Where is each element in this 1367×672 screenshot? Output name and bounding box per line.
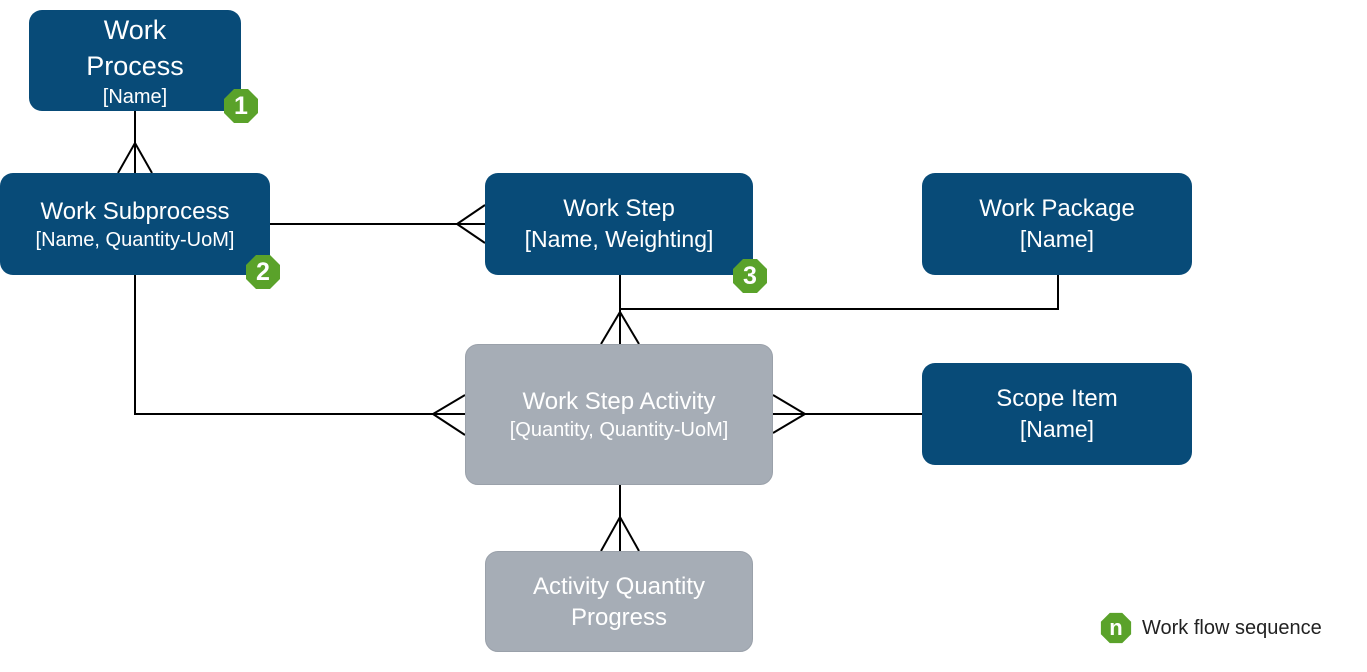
sequence-number: 1 bbox=[234, 91, 248, 120]
crowfoot-progress bbox=[600, 514, 640, 552]
crowfoot-activity-from-step bbox=[600, 310, 640, 345]
crowfoot-step bbox=[455, 204, 486, 244]
octagon-badge-icon bbox=[1100, 612, 1132, 644]
entity-name: Work Step bbox=[563, 195, 675, 222]
entity-attributes: [Name] bbox=[1019, 416, 1095, 442]
entity-attributes: [Name] bbox=[1019, 226, 1095, 252]
entity-work-process: Work Process [Name] bbox=[29, 10, 241, 111]
legend: n Work flow sequence bbox=[1100, 610, 1322, 646]
entity-work-step: Work Step [Name, Weighting] bbox=[485, 173, 753, 275]
entity-name: Work Package bbox=[979, 195, 1135, 222]
sequence-number: 3 bbox=[743, 261, 757, 290]
entity-name: Work bbox=[103, 14, 167, 45]
entity-name: Work Step Activity bbox=[522, 388, 716, 415]
entity-attributes: [Quantity, Quantity-UoM] bbox=[509, 419, 729, 441]
octagon-badge-icon bbox=[246, 255, 280, 289]
entity-work-step-activity: Work Step Activity [Quantity, Quantity-U… bbox=[465, 344, 773, 485]
legend-label: Work flow sequence bbox=[1142, 616, 1322, 639]
rel-subprocess-activity bbox=[134, 275, 465, 415]
sequence-number: 2 bbox=[256, 257, 270, 286]
entity-activity-quantity-progress: Activity Quantity Progress bbox=[485, 551, 753, 652]
crowfoot-activity-from-scope bbox=[772, 394, 807, 434]
octagon-badge-icon bbox=[733, 259, 767, 293]
entity-scope-item: Scope Item [Name] bbox=[922, 363, 1192, 465]
crowfoot-subprocess bbox=[117, 140, 153, 174]
sequence-badge-1: 1 bbox=[223, 88, 259, 124]
sequence-badge-3: 3 bbox=[732, 258, 768, 294]
octagon-badge-icon bbox=[224, 89, 258, 123]
entity-work-package: Work Package [Name] bbox=[922, 173, 1192, 275]
entity-attributes: [Name, Quantity-UoM] bbox=[35, 228, 235, 251]
entity-name: Work Subprocess bbox=[40, 197, 230, 225]
legend-symbol: n bbox=[1109, 615, 1123, 640]
sequence-badge-2: 2 bbox=[245, 254, 281, 290]
entity-work-subprocess: Work Subprocess [Name, Quantity-UoM] bbox=[0, 173, 270, 275]
entity-name: Progress bbox=[570, 603, 668, 631]
entity-name: Activity Quantity bbox=[532, 572, 706, 600]
entity-attributes: [Name, Weighting] bbox=[524, 226, 714, 252]
legend-badge: n bbox=[1100, 612, 1132, 644]
entity-name: Process bbox=[86, 50, 184, 81]
crowfoot-activity-from-subprocess bbox=[431, 394, 466, 436]
entity-name: Scope Item bbox=[996, 385, 1118, 412]
rel-package-activity bbox=[620, 275, 1059, 310]
entity-attributes: [Name] bbox=[102, 85, 168, 108]
